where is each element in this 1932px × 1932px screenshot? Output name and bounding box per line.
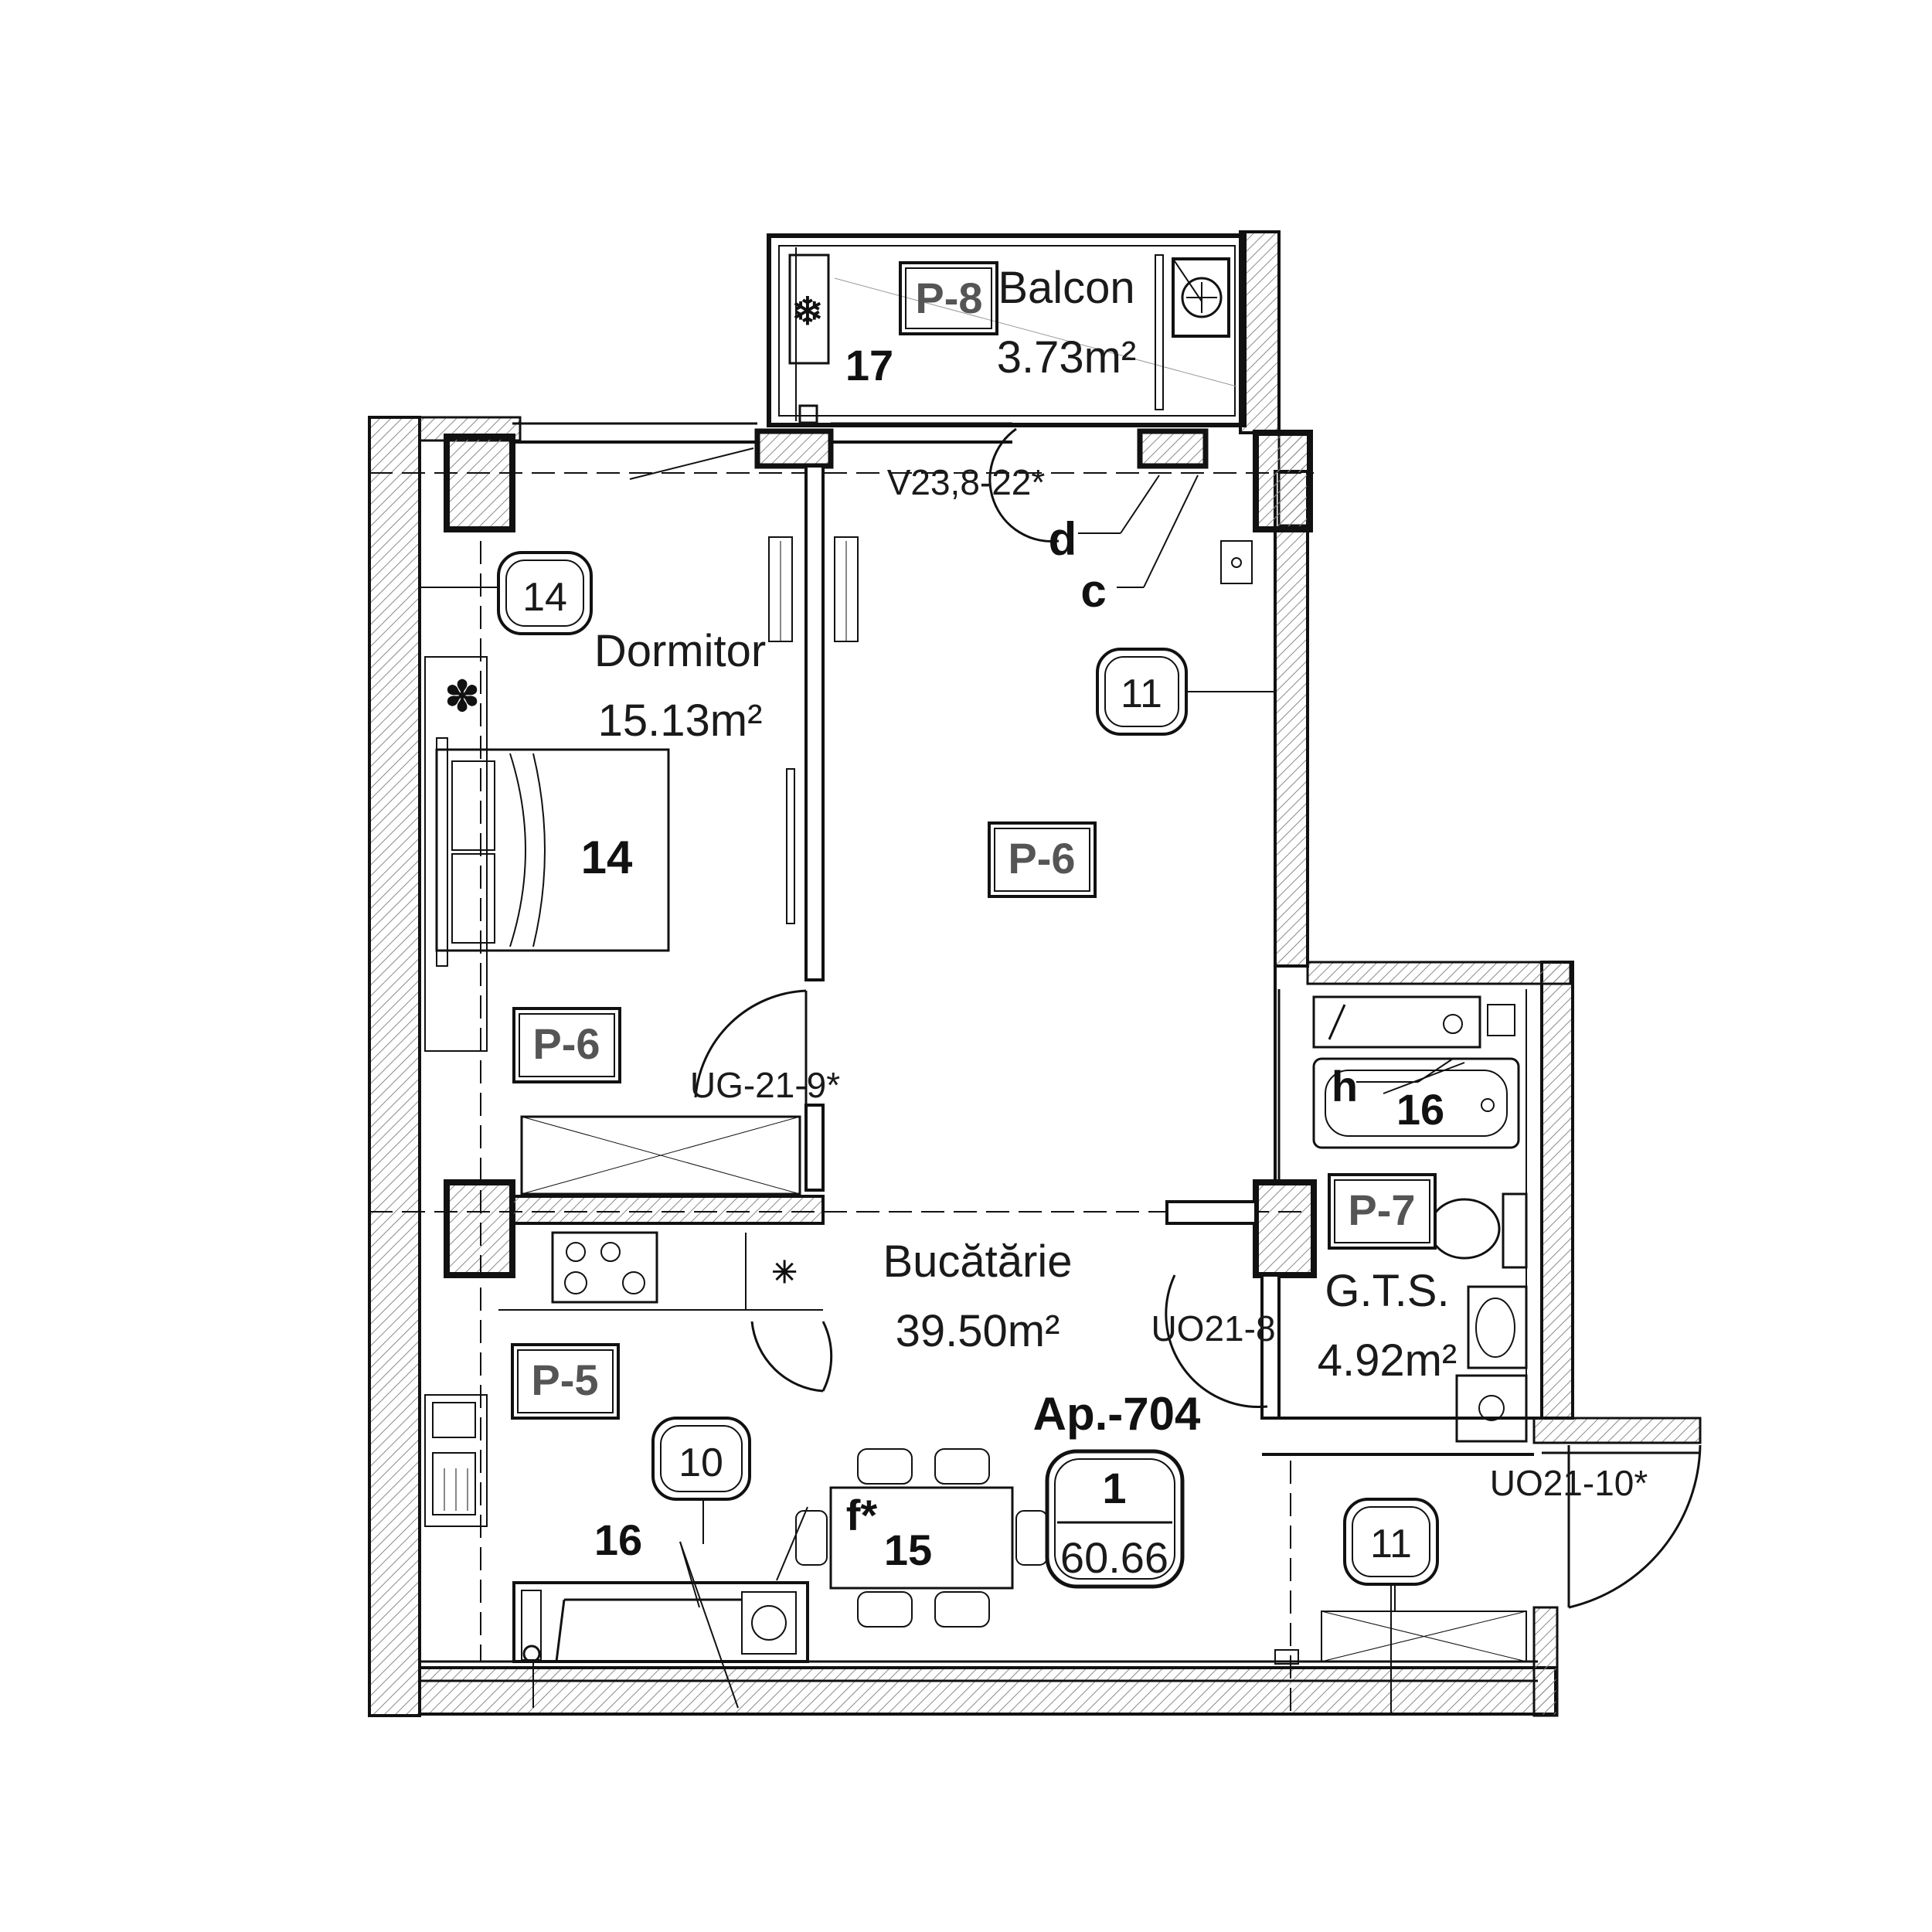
marker-14: 14	[522, 575, 567, 620]
item-15-table: 15	[884, 1526, 932, 1574]
pillars	[444, 428, 1317, 1278]
dormitor-area: 15.13m²	[598, 696, 763, 746]
balcon-name: Balcon	[998, 263, 1134, 313]
doors	[694, 427, 1702, 1609]
callout-h: h	[1332, 1062, 1358, 1111]
gts-area: 4.92m²	[1318, 1335, 1458, 1386]
apartment-name: Ap.-704	[1033, 1388, 1201, 1440]
opening-codes: V23,8-22* UG-21-9* UO21-8 UO21-10*	[690, 462, 1648, 1503]
kitchen-furniture: ✳	[424, 1231, 1048, 1709]
door-code-dormitor: UG-21-9*	[690, 1065, 840, 1105]
plant-icon: ✽	[444, 672, 480, 720]
item-16-bath: 16	[1396, 1085, 1444, 1134]
finish-tags: P-8 P-6 P-6 P-5 P-7	[511, 261, 1437, 1420]
marker-11-top: 11	[1121, 672, 1162, 716]
marker-11-bottom: 11	[1370, 1522, 1412, 1566]
item-16-kitchen: 16	[594, 1515, 642, 1564]
tag-p6-dormitor: P-6	[532, 1019, 600, 1068]
door-code-entry: UO21-10*	[1490, 1463, 1648, 1503]
window-code-top: V23,8-22*	[887, 462, 1046, 502]
gts-name: G.T.S.	[1325, 1266, 1449, 1316]
door-code-gts: UO21-8	[1151, 1308, 1275, 1349]
callout-f: f*	[846, 1491, 878, 1539]
balcon-area: 3.73m²	[997, 332, 1137, 383]
asterisk-icon: ✳	[771, 1256, 798, 1290]
room-labels: Balcon 3.73m² Dormitor 15.13m² Bucătărie…	[594, 263, 1457, 1386]
apartment-rooms-count: 1	[1102, 1464, 1126, 1512]
apartment-badge: Ap.-704 1 60.66	[1033, 1388, 1201, 1589]
letter-callouts: d c h f*	[846, 513, 1358, 1539]
dormitor-name: Dormitor	[594, 626, 766, 676]
snowflake-icon: ❄	[791, 290, 824, 333]
apartment-total-area: 60.66	[1060, 1533, 1168, 1582]
tag-p5: P-5	[531, 1355, 598, 1404]
marker-10: 10	[679, 1440, 723, 1485]
item-numbers: 17 14 16 16 15	[581, 341, 1445, 1574]
bathroom-furniture	[1220, 540, 1528, 1716]
callout-d: d	[1049, 513, 1077, 565]
interior-walls	[369, 422, 1543, 1716]
callout-c: c	[1080, 565, 1106, 617]
tag-p8: P-8	[915, 274, 982, 322]
bedroom-furniture: ✽	[424, 447, 859, 1196]
tag-p7: P-7	[1348, 1185, 1415, 1234]
bucatarie-area: 39.50m²	[896, 1306, 1060, 1356]
bucatarie-name: Bucătărie	[883, 1236, 1072, 1287]
item-17: 17	[845, 341, 893, 389]
tag-p6-living: P-6	[1008, 834, 1075, 883]
item-14-bed: 14	[581, 832, 633, 883]
wall-markers: 14 11 10 11	[497, 551, 1439, 1586]
